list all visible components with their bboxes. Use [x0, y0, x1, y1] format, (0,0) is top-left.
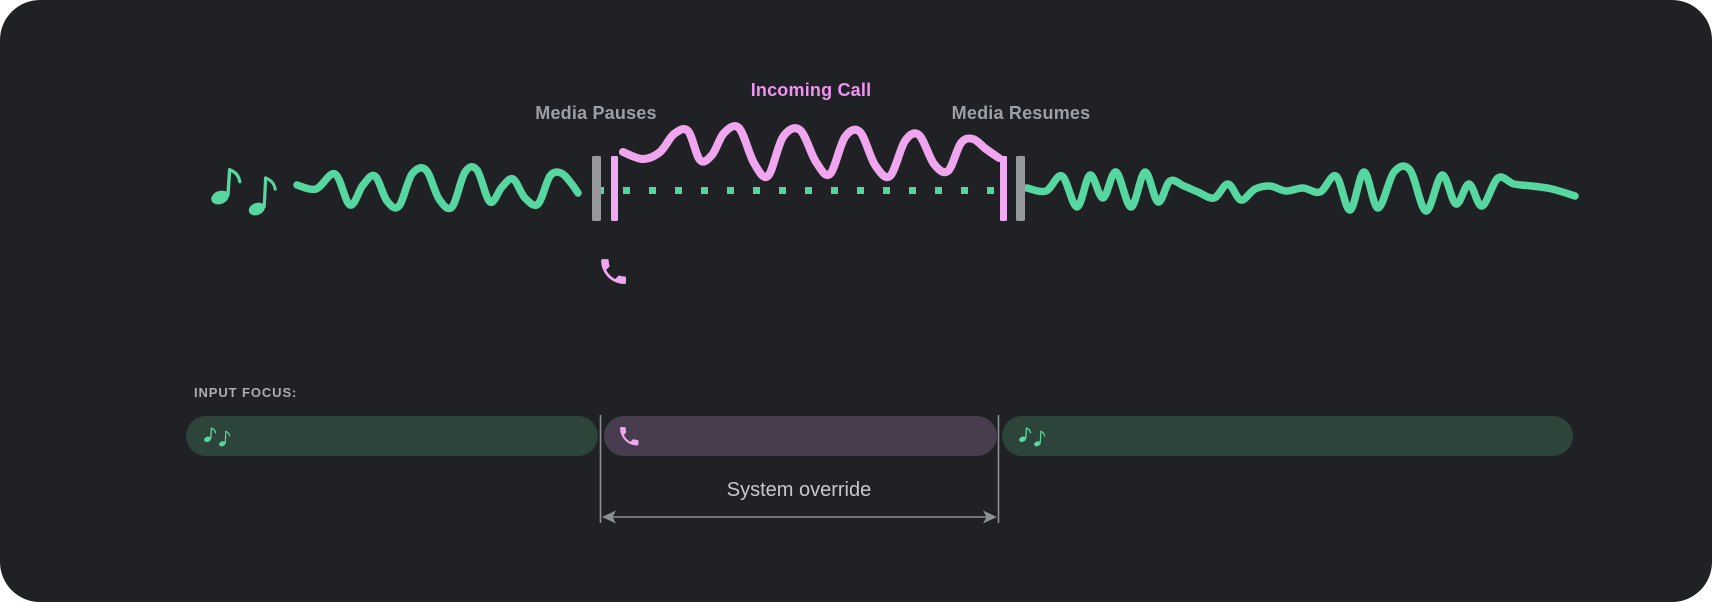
incoming-call-label: Incoming Call	[750, 80, 872, 100]
input-focus-segment-media-before	[186, 416, 598, 456]
input-focus-segment-call	[604, 416, 997, 456]
system-override-label: System override	[726, 479, 872, 501]
media-resumes-label: Media Resumes	[951, 103, 1091, 123]
input-focus-heading: INPUT FOCUS:	[194, 385, 298, 400]
media-pauses-label: Media Pauses	[535, 103, 657, 123]
input-focus-segment-media-after	[1002, 416, 1573, 456]
